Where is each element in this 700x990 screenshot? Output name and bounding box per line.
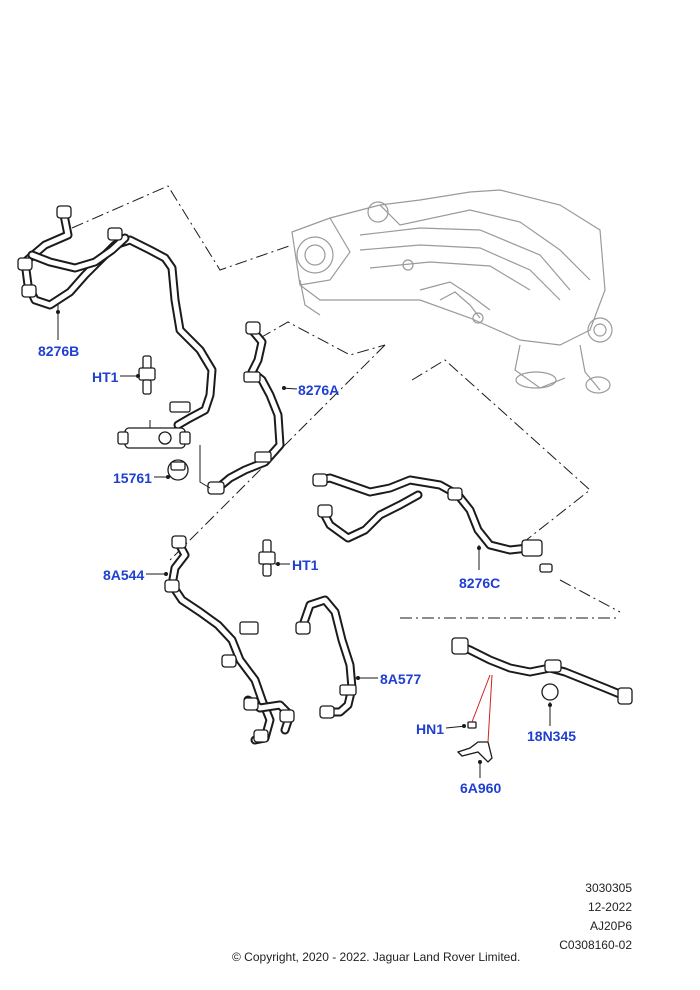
hose-8276B (17, 205, 217, 430)
hose-8A577 (295, 595, 357, 719)
callout-8276B[interactable]: 8276B (38, 343, 80, 359)
hose-18N345 (451, 637, 633, 705)
connector-block (117, 420, 191, 481)
engine-intake-assembly (291, 189, 613, 394)
callout-ht1-top[interactable]: HT1 (92, 369, 119, 385)
callout-15761[interactable]: 15761 (113, 470, 152, 486)
bleed-valve-ht1-mid (258, 539, 276, 577)
callout-8276A[interactable]: 8276A (298, 382, 340, 398)
bleed-valve-ht1-top (138, 355, 156, 395)
callout-6A960[interactable]: 6A960 (460, 780, 502, 796)
info-line-4: C0308160-02 (559, 938, 632, 952)
callout-8A577[interactable]: 8A577 (380, 671, 422, 687)
reference-lines (71, 185, 621, 619)
hose-8A544 (164, 535, 295, 745)
info-line-3: AJ20P6 (589, 919, 632, 933)
hose-8276A (199, 321, 285, 495)
callout-18N345[interactable]: 18N345 (527, 728, 577, 744)
hose-8276C (312, 473, 553, 573)
callout-8A544[interactable]: 8A544 (103, 567, 145, 583)
info-line-1: 3030305 (585, 881, 632, 895)
callout-hn1[interactable]: HN1 (416, 721, 445, 737)
info-line-2: 12-2022 (587, 900, 632, 914)
callout-8276C[interactable]: 8276C (459, 575, 501, 591)
copyright-notice: © Copyright, 2020 - 2022. Jaguar Land Ro… (232, 950, 521, 964)
callout-leaders (56, 305, 552, 778)
bracket-and-fastener (456, 674, 493, 763)
info-block: 3030305 12-2022 AJ20P6 C0308160-02 (559, 879, 632, 955)
callout-ht1-mid[interactable]: HT1 (292, 557, 319, 573)
